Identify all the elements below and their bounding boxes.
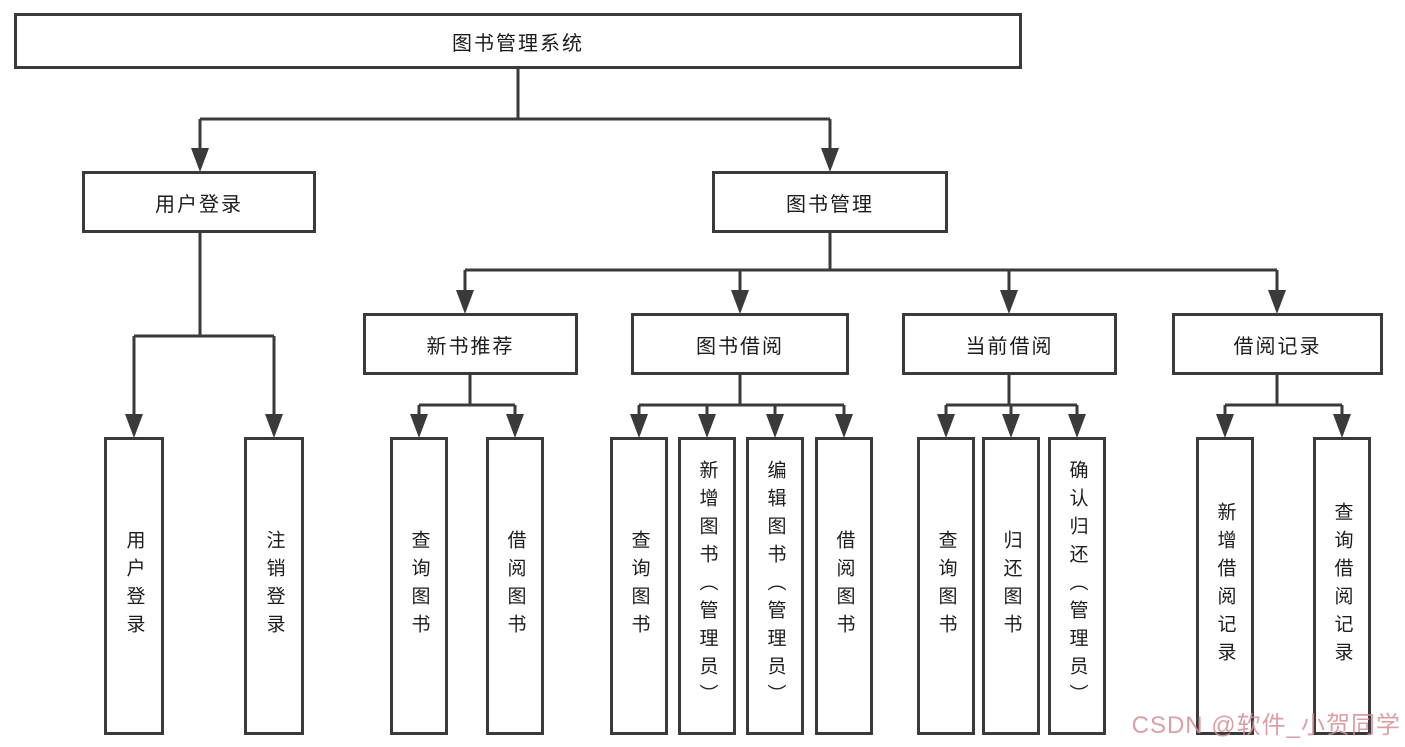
leaf-label: 查询借阅记录 <box>1331 502 1353 670</box>
node-current-borrowing: 当前借阅 <box>902 313 1117 375</box>
leaf-label: 用户登录 <box>123 530 145 642</box>
leaf-borrow-books-borrowing: 借阅图书 <box>815 437 873 735</box>
leaf-query-borrow-record: 查询借阅记录 <box>1313 437 1371 735</box>
arrow-down-icon <box>456 290 474 314</box>
leaf-label: 注销登录 <box>263 530 285 642</box>
node-book-borrowing: 图书借阅 <box>631 313 849 375</box>
arrow-down-icon <box>937 414 955 438</box>
arrow-down-icon <box>125 414 143 438</box>
leaf-borrow-books-recommend: 借阅图书 <box>486 437 544 735</box>
watermark: CSDN @软件_小贺同学 <box>1131 712 1401 739</box>
arrow-down-icon <box>410 414 428 438</box>
arrow-down-icon <box>731 290 749 314</box>
arrow-down-icon <box>1216 414 1234 438</box>
arrow-down-icon <box>821 148 839 172</box>
leaf-query-books-current: 查询图书 <box>917 437 975 735</box>
arrow-down-icon <box>835 414 853 438</box>
leaf-query-books-borrowing: 查询图书 <box>610 437 668 735</box>
leaf-label: 新增图书（管理员） <box>696 460 718 712</box>
leaf-add-books-admin: 新增图书（管理员） <box>678 437 736 735</box>
arrow-down-icon <box>265 414 283 438</box>
node-library-management-system: 图书管理系统 <box>14 13 1022 69</box>
leaf-user-login: 用户登录 <box>104 437 164 735</box>
arrow-down-icon <box>1000 290 1018 314</box>
node-borrowing-records: 借阅记录 <box>1172 313 1383 375</box>
leaf-label: 查询图书 <box>628 530 650 642</box>
arrow-down-icon <box>506 414 524 438</box>
arrow-down-icon <box>766 414 784 438</box>
arrow-down-icon <box>1268 290 1286 314</box>
arrow-down-icon <box>1002 414 1020 438</box>
leaf-label: 查询图书 <box>935 530 957 642</box>
leaf-label: 确认归还（管理员） <box>1066 460 1088 712</box>
leaf-add-borrow-record: 新增借阅记录 <box>1196 437 1254 735</box>
node-book-management: 图书管理 <box>712 171 948 233</box>
leaf-logout: 注销登录 <box>244 437 304 735</box>
leaf-return-books: 归还图书 <box>982 437 1040 735</box>
arrow-down-icon <box>1068 414 1086 438</box>
leaf-label: 借阅图书 <box>833 530 855 642</box>
leaf-query-books-recommend: 查询图书 <box>390 437 448 735</box>
leaf-label: 编辑图书（管理员） <box>764 460 786 712</box>
node-new-book-recommendation: 新书推荐 <box>363 313 578 375</box>
leaf-confirm-return-admin: 确认归还（管理员） <box>1048 437 1106 735</box>
arrow-down-icon <box>1333 414 1351 438</box>
arrow-down-icon <box>698 414 716 438</box>
leaf-label: 查询图书 <box>408 530 430 642</box>
leaf-label: 新增借阅记录 <box>1214 502 1236 670</box>
arrow-down-icon <box>191 148 209 172</box>
leaf-edit-books-admin: 编辑图书（管理员） <box>746 437 804 735</box>
node-user-login: 用户登录 <box>82 171 316 233</box>
leaf-label: 借阅图书 <box>504 530 526 642</box>
leaf-label: 归还图书 <box>1000 530 1022 642</box>
arrow-down-icon <box>630 414 648 438</box>
